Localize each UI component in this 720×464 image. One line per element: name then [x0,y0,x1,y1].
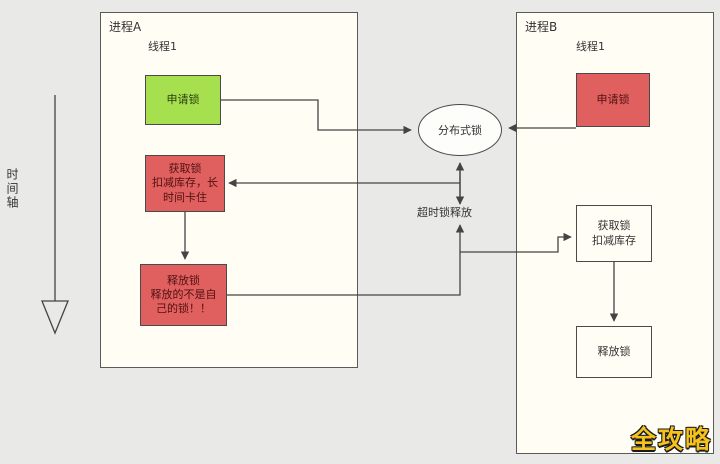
process-b-acquire-lock-node: 获取锁 扣减库存 [576,205,652,262]
timeline-axis-label: 时间轴 [5,168,19,210]
process-a-apply-lock-node: 申请锁 [145,75,221,125]
distributed-lock-node: 分布式锁 [418,104,502,156]
process-a-title: 进程A [109,20,142,34]
timeline-arrow-icon [41,300,69,335]
process-a-thread-label: 线程1 [148,40,177,53]
distributed-lock-label: 分布式锁 [438,124,482,137]
process-a-panel: 进程A [100,12,358,368]
timeout-release-label: 超时锁释放 [417,206,472,219]
process-a-release-lock-node: 释放锁 释放的不是自 己的锁！！ [140,264,227,326]
process-b-apply-lock-node: 申请锁 [576,73,650,127]
process-b-thread-label: 线程1 [576,40,605,53]
process-b-title: 进程B [525,20,558,34]
watermark-text: 全攻略 [630,425,712,454]
process-b-release-lock-node: 释放锁 [576,326,652,378]
process-a-acquire-lock-node: 获取锁 扣减库存，长 时间卡住 [145,155,225,212]
